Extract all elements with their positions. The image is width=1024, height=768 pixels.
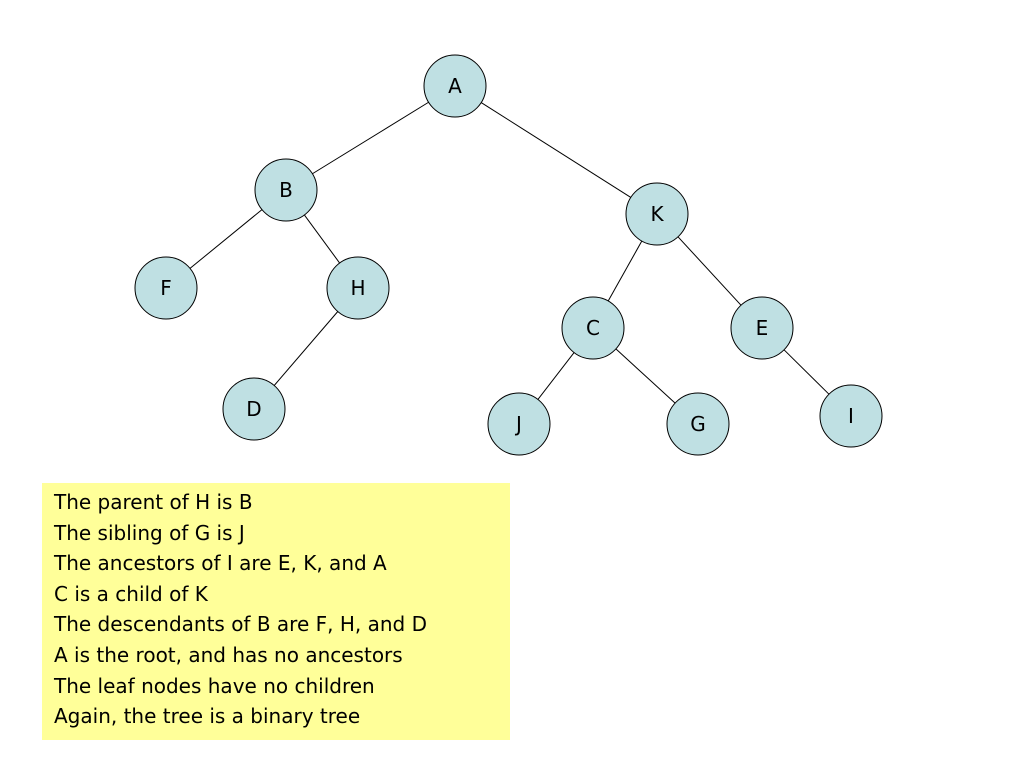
node-h: H: [326, 256, 390, 320]
node-e: E: [730, 296, 794, 360]
node-label: I: [848, 404, 854, 428]
node-g: G: [666, 392, 730, 456]
node-circle: [423, 54, 487, 118]
node-b: B: [254, 158, 318, 222]
edge-k-e: [677, 236, 742, 306]
edge-c-j: [537, 352, 575, 400]
fact-line: The sibling of G is J: [54, 520, 245, 545]
edge-a-k: [480, 102, 632, 198]
node-circle: [730, 296, 794, 360]
fact-line: The leaf nodes have no children: [54, 673, 375, 698]
fact-line: C is a child of K: [54, 581, 208, 606]
edge-a-b: [312, 101, 429, 175]
node-circle: [487, 392, 551, 456]
fact-line: Again, the tree is a binary tree: [54, 704, 361, 729]
node-label: A: [448, 74, 462, 98]
node-circle: [625, 182, 689, 246]
node-circle: [819, 384, 883, 448]
node-d: D: [222, 377, 286, 441]
edge-c-g: [615, 348, 676, 404]
node-label: B: [279, 178, 293, 202]
node-circle: [222, 377, 286, 441]
node-circle: [561, 296, 625, 360]
node-label: K: [650, 202, 664, 226]
fact-line: The ancestors of I are E, K, and A: [54, 551, 387, 576]
node-c: C: [561, 296, 625, 360]
node-label: E: [756, 316, 769, 340]
node-label: D: [246, 397, 261, 421]
node-circle: [254, 158, 318, 222]
node-label: H: [350, 276, 365, 300]
fact-line: The parent of H is B: [54, 490, 253, 514]
node-k: K: [625, 182, 689, 246]
edge-e-i: [783, 349, 830, 395]
nodes-layer: A B K F H D C E J G I: [134, 54, 883, 456]
node-label: J: [514, 412, 522, 436]
node-label: C: [586, 316, 600, 340]
edge-b-f: [189, 209, 263, 269]
edges-layer: [189, 101, 830, 404]
node-circle: [134, 256, 198, 320]
edge-k-c: [607, 240, 643, 302]
node-j: J: [487, 392, 551, 456]
node-circle: [326, 256, 390, 320]
fact-line: A is the root, and has no ancestors: [54, 642, 403, 667]
node-circle: [666, 392, 730, 456]
node-a: A: [423, 54, 487, 118]
fact-line: The descendants of B are F, H, and D: [54, 612, 427, 637]
edge-h-d: [273, 311, 339, 386]
node-label: F: [160, 276, 172, 300]
facts-box: The parent of H is B The sibling of G is…: [42, 483, 510, 740]
node-f: F: [134, 256, 198, 320]
edge-b-h: [303, 214, 341, 264]
node-i: I: [819, 384, 883, 448]
node-label: G: [690, 412, 706, 436]
